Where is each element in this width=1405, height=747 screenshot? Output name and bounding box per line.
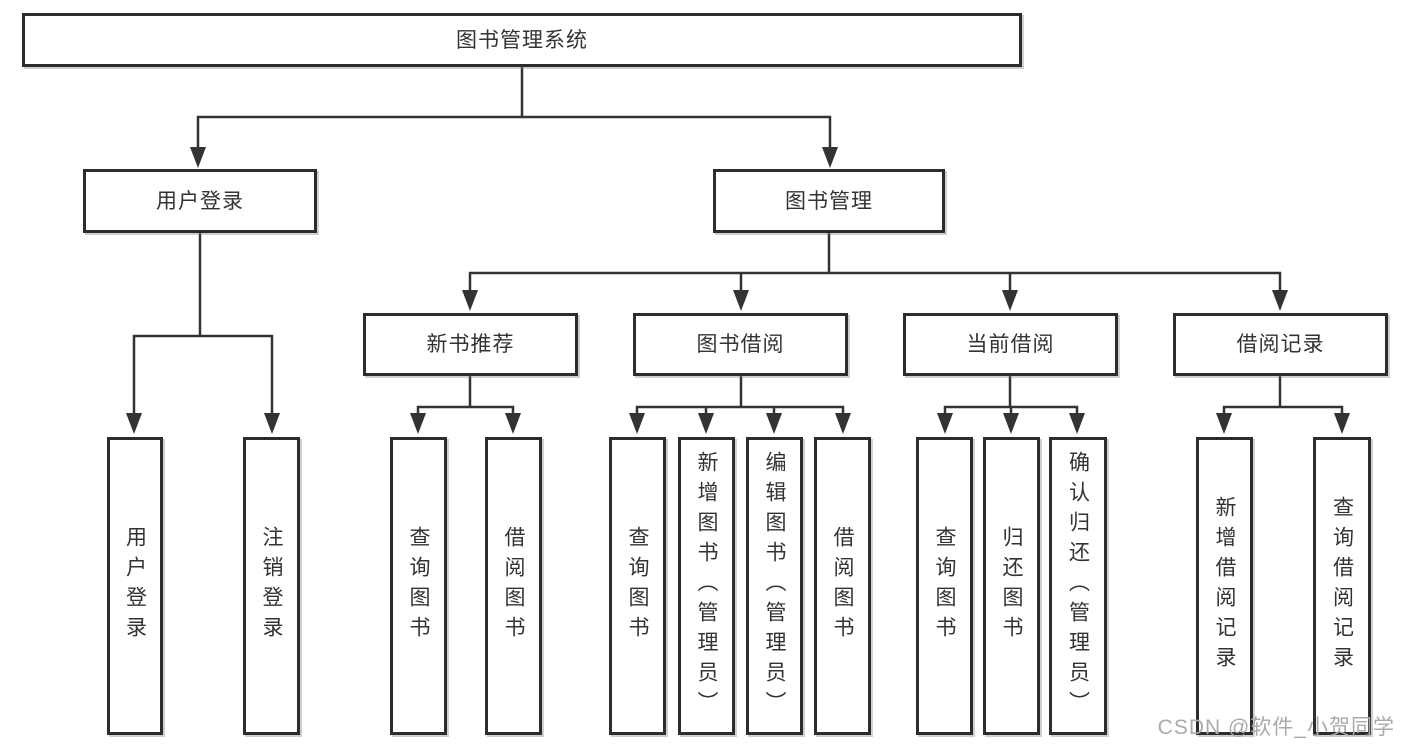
leaf-confirm-return-admin: 确认归还（管理员） xyxy=(1049,437,1107,735)
leaf-return-books: 归还图书 xyxy=(983,437,1040,735)
node-current-borrowing: 当前借阅 xyxy=(903,313,1118,376)
leaf-borrow-books-1: 借阅图书 xyxy=(485,437,542,735)
node-label: 新书推荐 xyxy=(426,333,515,356)
node-book-management: 图书管理 xyxy=(713,169,945,233)
leaf-query-borrow-record: 查询借阅记录 xyxy=(1313,437,1371,735)
leaf-user-login: 用户登录 xyxy=(107,437,163,735)
leaf-add-book-admin: 新增图书（管理员） xyxy=(678,437,735,735)
node-label: 查询图书 xyxy=(626,526,649,646)
connector-bookmgmt-to-level3 xyxy=(468,232,1282,293)
node-label: 归还图书 xyxy=(1000,526,1023,646)
node-label: 新增借阅记录 xyxy=(1213,496,1236,676)
connector-current-to-leaves xyxy=(943,375,1079,416)
node-label: 查询借阅记录 xyxy=(1330,496,1354,676)
leaf-borrow-books-2: 借阅图书 xyxy=(814,437,871,735)
node-label: 新增图书（管理员） xyxy=(695,451,718,721)
connector-userlogin-to-leaves xyxy=(132,232,274,416)
node-label: 编辑图书（管理员） xyxy=(763,451,786,721)
node-label: 图书借阅 xyxy=(696,333,785,356)
node-user-login: 用户登录 xyxy=(83,169,317,233)
node-library-system: 图书管理系统 xyxy=(22,13,1022,67)
node-label: 查询图书 xyxy=(933,526,956,646)
node-label: 用户登录 xyxy=(156,189,244,213)
node-label: 当前借阅 xyxy=(966,333,1055,356)
node-book-borrowing: 图书借阅 xyxy=(633,313,848,376)
connector-borrowing-to-leaves xyxy=(635,375,845,416)
node-label: 用户登录 xyxy=(123,526,147,646)
node-label: 注销登录 xyxy=(260,526,283,646)
connector-newbook-to-leaves xyxy=(416,375,515,416)
node-label: 借阅图书 xyxy=(502,526,525,646)
connector-records-to-leaves xyxy=(1222,375,1344,416)
node-label: 借阅记录 xyxy=(1236,333,1325,356)
node-label: 图书管理系统 xyxy=(456,28,588,52)
node-label: 借阅图书 xyxy=(831,526,854,646)
leaf-query-books-3: 查询图书 xyxy=(916,437,973,735)
leaf-logout: 注销登录 xyxy=(243,437,300,735)
arrowheads xyxy=(126,147,1350,434)
node-label: 查询图书 xyxy=(407,526,430,646)
node-label: 确认归还（管理员） xyxy=(1066,451,1090,721)
node-label: 图书管理 xyxy=(785,189,873,213)
leaf-query-books-1: 查询图书 xyxy=(390,437,447,735)
leaf-add-borrow-record: 新增借阅记录 xyxy=(1196,437,1253,735)
leaf-query-books-2: 查询图书 xyxy=(609,437,666,735)
node-new-book-recommend: 新书推荐 xyxy=(363,313,578,376)
connector-root-to-level2 xyxy=(196,67,832,150)
node-borrowing-records: 借阅记录 xyxy=(1173,313,1388,376)
leaf-edit-book-admin: 编辑图书（管理员） xyxy=(746,437,803,735)
